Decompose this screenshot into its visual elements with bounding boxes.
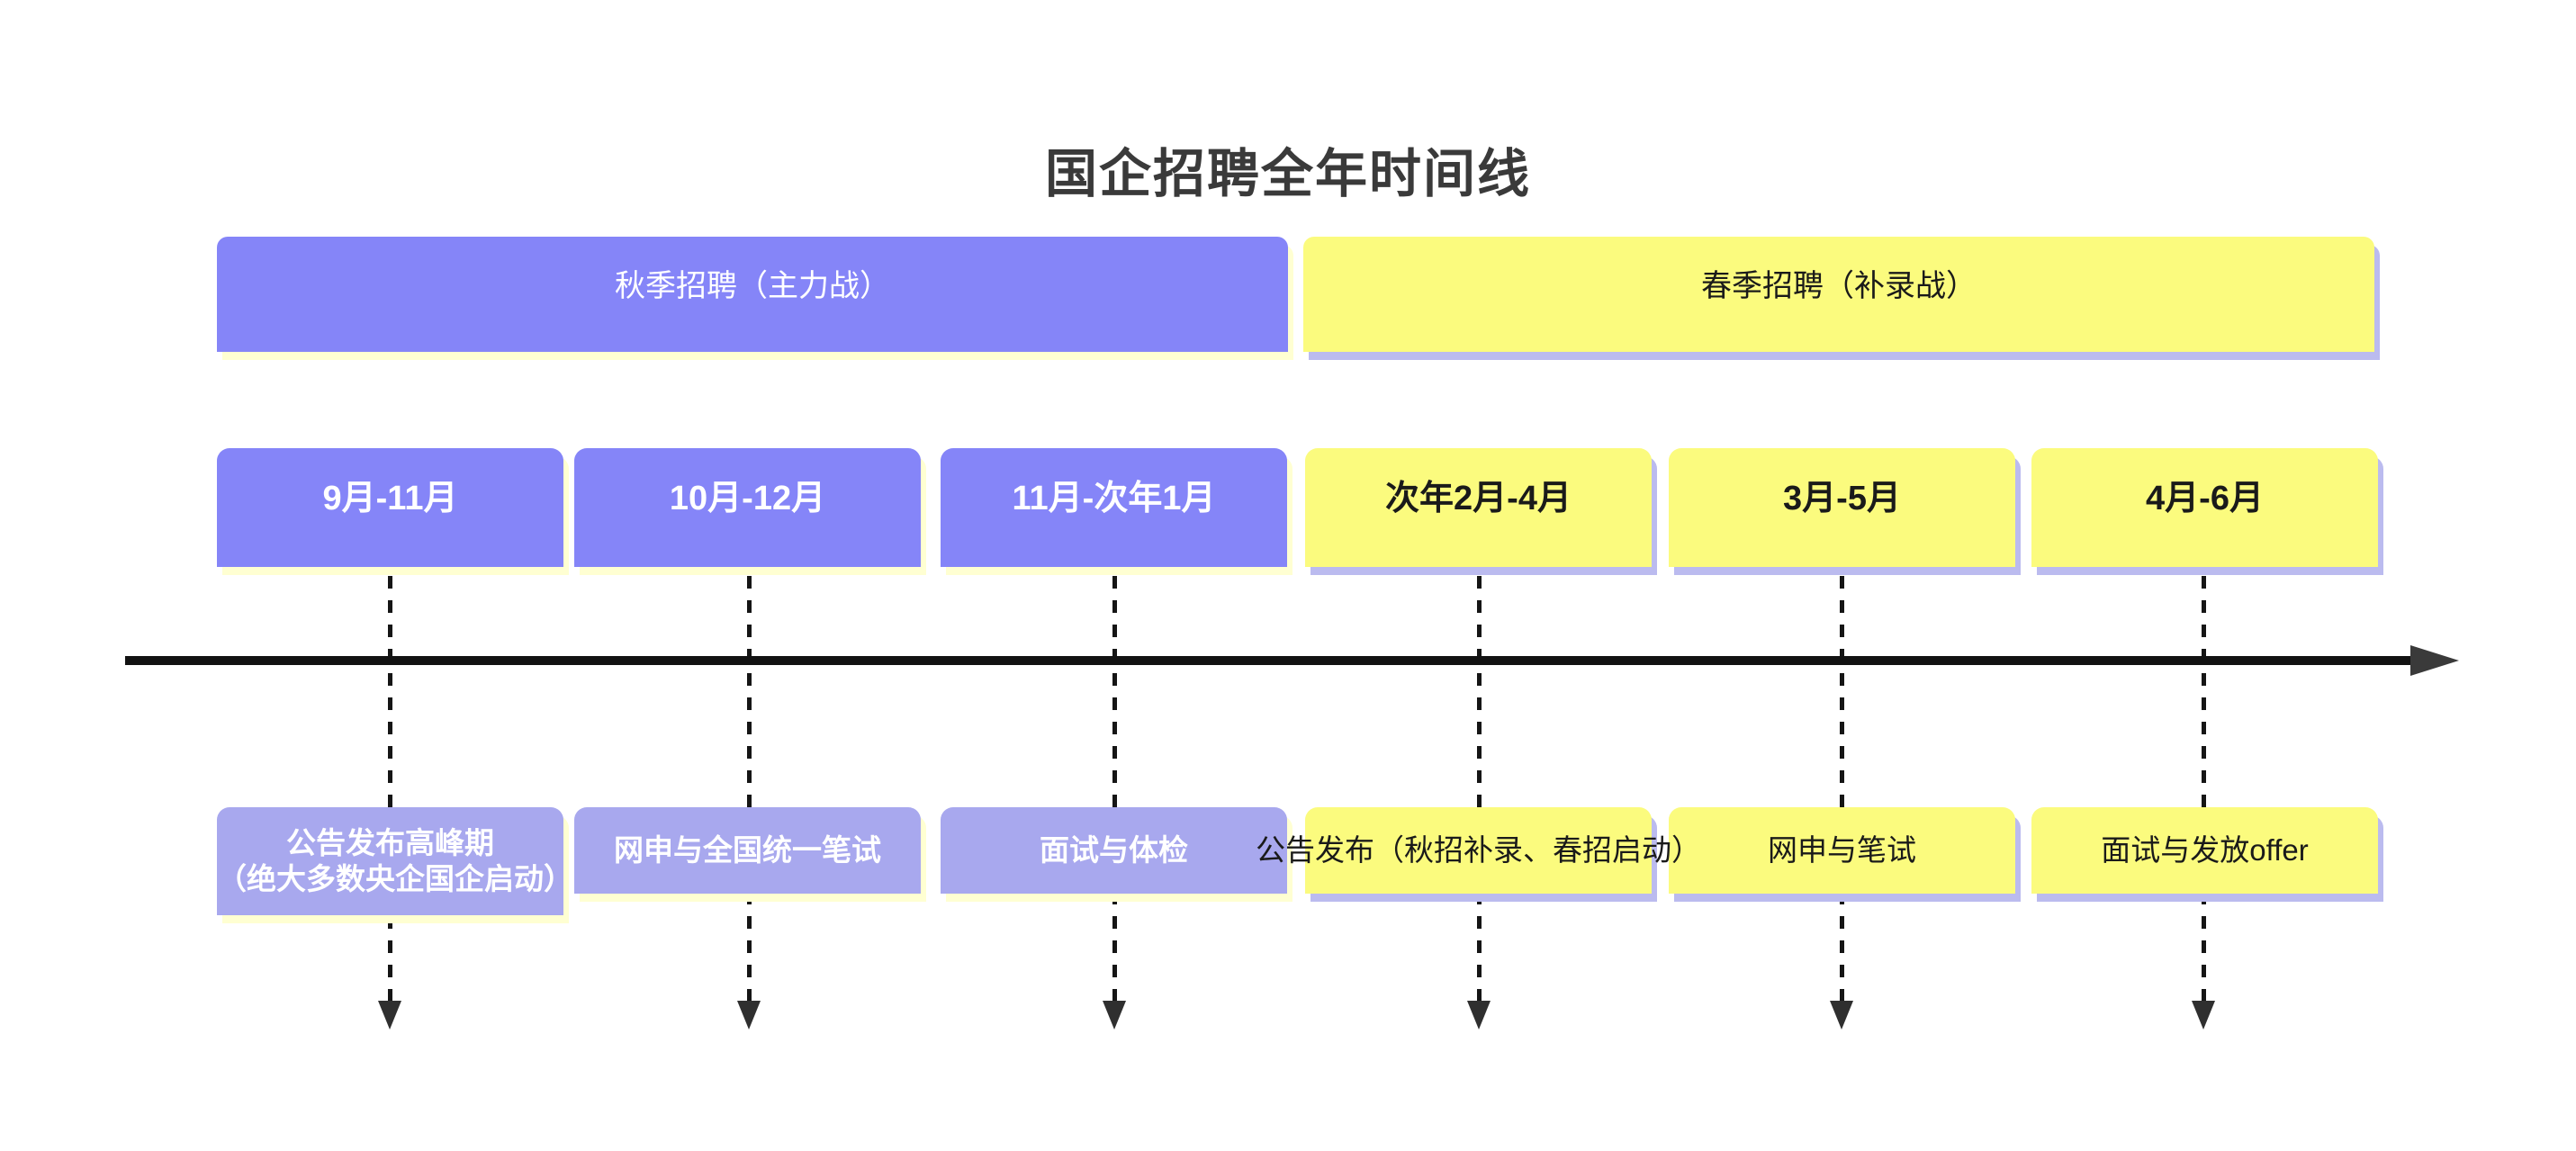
activity-label: 面试与体检 [1040,833,1188,867]
period-label: 4月-6月 [2146,479,2264,517]
down-arrowhead-icon [1830,1001,1853,1030]
activity-box-spring-announcement: 公告发布（秋招补录、春招启动） [1256,807,1701,894]
phase-bar-autumn: 秋季招聘（主力战） [217,237,1288,352]
down-arrowhead-icon [1467,1001,1491,1030]
activity-label: 公告发布（秋招补录、春招启动） [1256,833,1701,867]
period-label: 10月-12月 [669,479,826,517]
down-arrowhead-icon [1103,1001,1126,1030]
period-label: 11月-次年1月 [1012,479,1216,517]
down-arrowhead-icon [378,1001,401,1030]
period-label: 3月-5月 [1783,479,1901,517]
period-label: 次年2月-4月 [1385,479,1572,517]
period-label: 9月-11月 [322,479,458,517]
activity-box-apply-national-exam: 网申与全国统一笔试 [574,807,921,894]
dashed-connector-line [388,576,392,1003]
dashed-connector-line [1112,576,1117,1003]
phase-bar-autumn-label: 秋季招聘（主力战） [615,268,890,303]
period-box-feb-apr: 次年2月-4月 [1305,448,1652,567]
period-box-nov-jan: 11月-次年1月 [941,448,1287,567]
activity-box-interview-offer: 面试与发放offer [2031,807,2378,894]
dashed-connector-line [1840,576,1844,1003]
timeline-right-arrowhead-icon [2410,645,2459,676]
activity-box-apply-written-exam: 网申与笔试 [1669,807,2015,894]
period-box-mar-may: 3月-5月 [1669,448,2015,567]
activity-box-announcement-peak: 公告发布高峰期 （绝大多数央企国企启动） [217,807,573,915]
period-box-sep-nov: 9月-11月 [217,448,563,567]
phase-bar-spring-label: 春季招聘（补录战） [1701,268,1977,303]
activity-box-interview-physical: 面试与体检 [941,807,1287,894]
period-box-oct-dec: 10月-12月 [574,448,921,567]
dashed-connector-line [2202,576,2206,1003]
activity-label: 面试与发放offer [2101,833,2309,867]
dashed-connector-line [747,576,752,1003]
dashed-connector-line [1477,576,1482,1003]
activity-label: 公告发布高峰期 （绝大多数央企国企启动） [217,826,573,895]
down-arrowhead-icon [737,1001,761,1030]
timeline-axis [125,656,2418,665]
down-arrowhead-icon [2192,1001,2215,1030]
period-box-apr-jun: 4月-6月 [2031,448,2378,567]
phase-bar-spring: 春季招聘（补录战） [1303,237,2374,352]
page-title: 国企招聘全年时间线 [1044,145,1531,203]
activity-label: 网申与笔试 [1768,833,1916,867]
activity-label: 网申与全国统一笔试 [614,833,881,867]
